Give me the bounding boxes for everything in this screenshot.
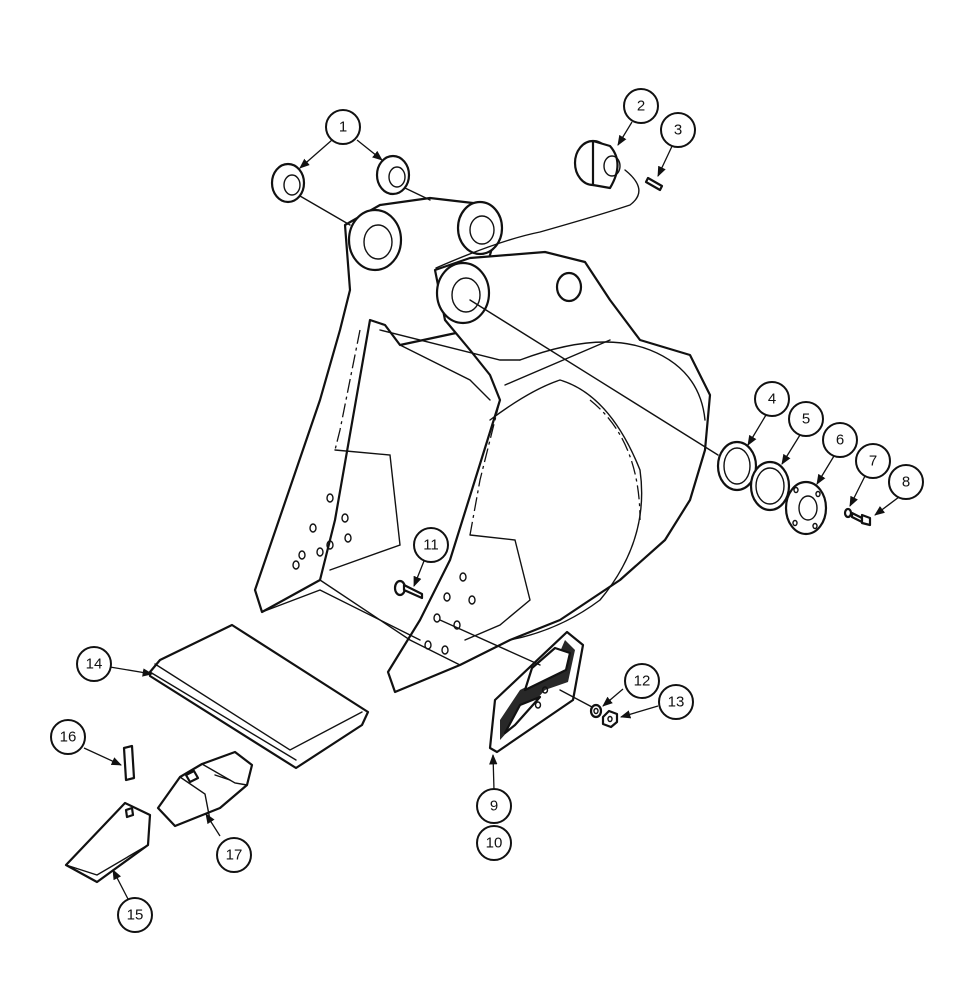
callout-12: 12 bbox=[624, 663, 660, 699]
washer-12 bbox=[589, 703, 603, 719]
leader-lines bbox=[83, 121, 900, 900]
callout-10: 10 bbox=[476, 825, 512, 861]
callout-14: 14 bbox=[76, 646, 112, 682]
right-ear-rear-hole bbox=[555, 271, 583, 303]
bucket-body bbox=[253, 196, 712, 694]
svg-text:8: 8 bbox=[902, 474, 910, 491]
side-cutter-9-10 bbox=[488, 630, 585, 754]
callout-8: 8 bbox=[888, 464, 924, 500]
retainer-plate-6 bbox=[784, 480, 828, 536]
svg-text:10: 10 bbox=[486, 835, 503, 852]
plow-bolt-11 bbox=[393, 579, 424, 600]
callout-7: 7 bbox=[855, 443, 891, 479]
right-ear-boss bbox=[435, 261, 491, 325]
tooth-15 bbox=[64, 801, 152, 884]
svg-text:11: 11 bbox=[423, 537, 439, 554]
shim-5 bbox=[749, 460, 791, 512]
svg-text:14: 14 bbox=[86, 656, 103, 673]
svg-text:2: 2 bbox=[637, 98, 645, 115]
left-bolt-holes bbox=[292, 493, 352, 570]
callout-6: 6 bbox=[822, 422, 858, 458]
svg-text:17: 17 bbox=[226, 847, 243, 864]
svg-text:3: 3 bbox=[674, 122, 682, 139]
nut-13 bbox=[601, 709, 619, 729]
callout-4: 4 bbox=[754, 381, 790, 417]
lock-washer-7 bbox=[843, 507, 853, 519]
bushing-right bbox=[375, 154, 411, 196]
right-bolt-holes bbox=[424, 572, 476, 655]
callout-3: 3 bbox=[660, 112, 696, 148]
cutting-edge-14 bbox=[148, 623, 370, 770]
left-ear-rear-boss bbox=[456, 200, 504, 256]
svg-text:9: 9 bbox=[490, 798, 498, 815]
callout-9: 9 bbox=[476, 788, 512, 824]
callout-17: 17 bbox=[216, 837, 252, 873]
callout-16: 16 bbox=[50, 719, 86, 755]
tooth-pin-16 bbox=[122, 744, 136, 782]
roll-pin bbox=[644, 176, 664, 192]
svg-text:1: 1 bbox=[339, 119, 347, 136]
svg-text:6: 6 bbox=[836, 432, 844, 449]
callout-5: 5 bbox=[788, 401, 824, 437]
callout-15: 15 bbox=[117, 897, 153, 933]
svg-text:7: 7 bbox=[869, 453, 877, 470]
bushing-left bbox=[270, 162, 306, 204]
svg-text:5: 5 bbox=[802, 411, 810, 428]
callout-2: 2 bbox=[623, 88, 659, 124]
tooth-adapter-17 bbox=[156, 750, 254, 828]
flanged-bushing bbox=[573, 139, 621, 190]
svg-text:15: 15 bbox=[127, 907, 144, 924]
bolt-8 bbox=[850, 511, 872, 527]
svg-text:13: 13 bbox=[668, 694, 685, 711]
callout-11: 11 bbox=[413, 527, 449, 563]
svg-text:12: 12 bbox=[634, 673, 651, 690]
callout-13: 13 bbox=[658, 684, 694, 720]
svg-text:16: 16 bbox=[60, 729, 77, 746]
callout-1: 1 bbox=[325, 109, 361, 145]
left-ear-boss bbox=[347, 208, 403, 272]
shim-4 bbox=[716, 440, 758, 492]
svg-text:4: 4 bbox=[768, 391, 776, 408]
